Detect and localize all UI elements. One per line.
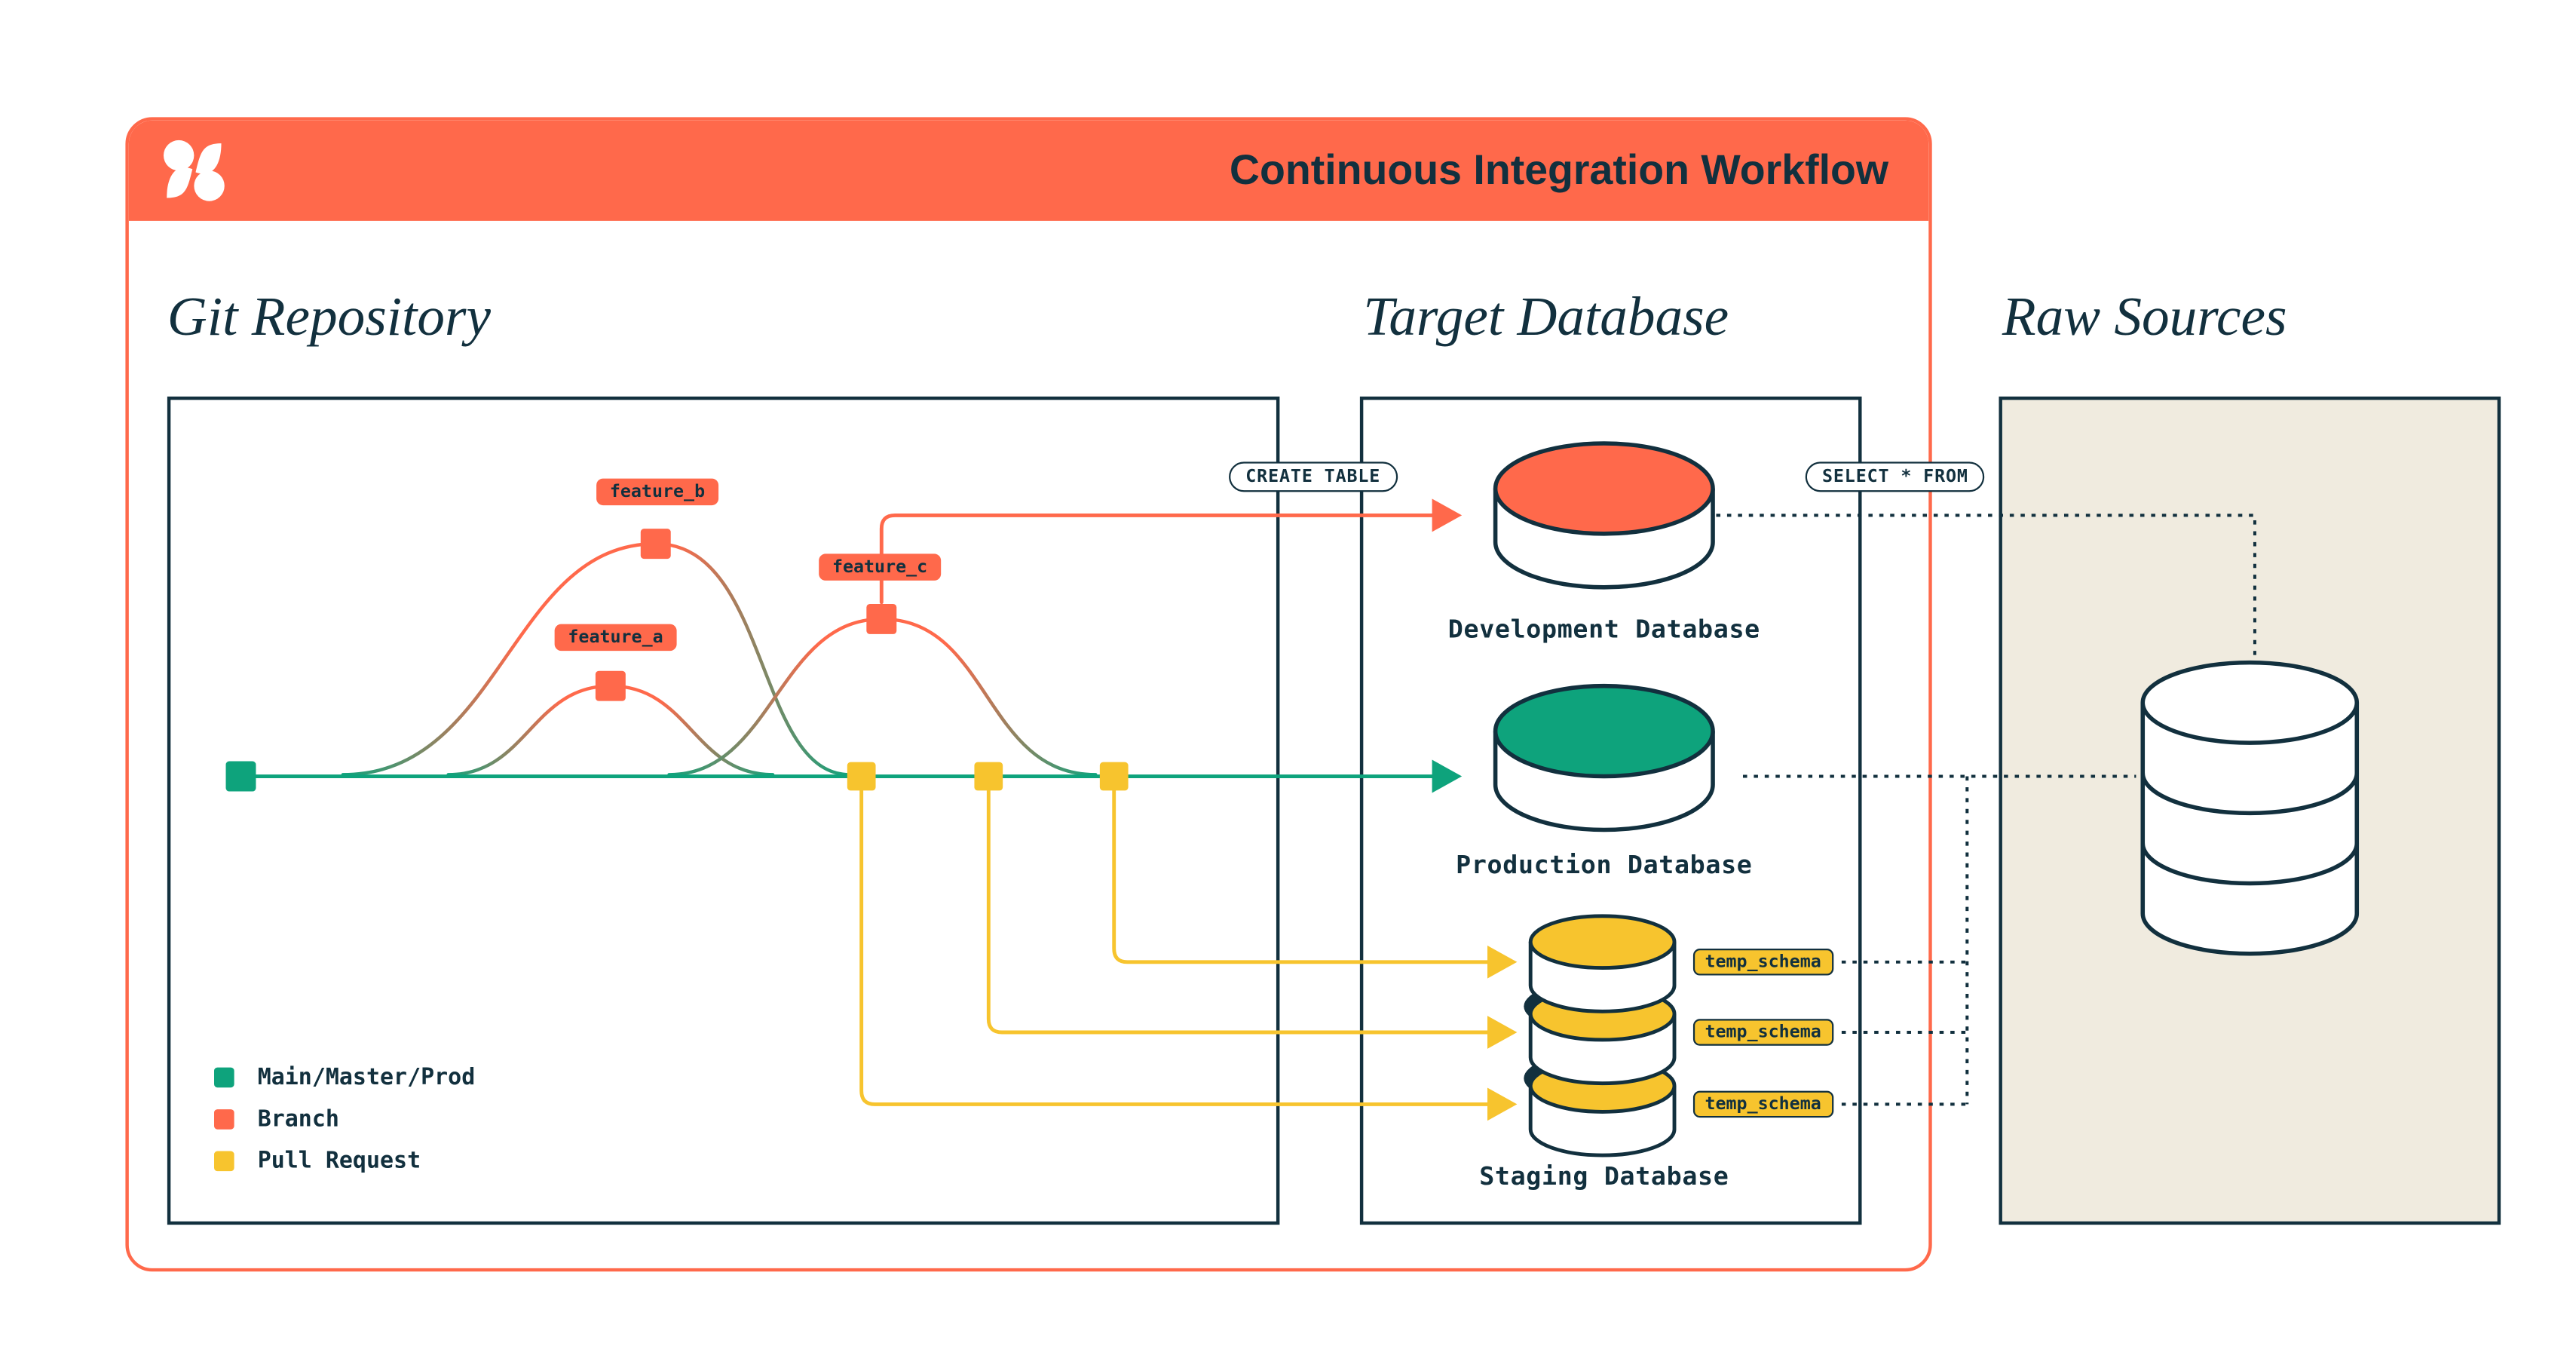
legend-swatch-branch: [214, 1108, 234, 1129]
pull-request-square-2: [974, 762, 1003, 791]
feature-b-curve: [341, 541, 852, 777]
feature-a-commit-square: [595, 670, 626, 701]
pull-request-square-1: [847, 762, 876, 791]
legend-label-branch: Branch: [257, 1105, 339, 1133]
staging-disc-top: [1528, 914, 1677, 1013]
git-legend: Main/Master/Prod Branch Pull Request: [214, 1063, 476, 1189]
feature-b-label: feature_b: [596, 478, 718, 506]
select-from-pill: SELECT * FROM: [1805, 461, 1986, 492]
legend-item-pull-request: Pull Request: [214, 1146, 475, 1174]
production-database-label: Production Database: [1456, 850, 1753, 881]
feature-c-label: feature_c: [819, 553, 941, 581]
pull-request-arrows: [859, 787, 1518, 1121]
git-repository-heading: Git Repository: [167, 287, 492, 348]
create-table-pill: CREATE TABLE: [1229, 461, 1398, 492]
legend-swatch-pull-request: [214, 1150, 234, 1171]
main-commit-square: [225, 761, 256, 792]
legend-label-main: Main/Master/Prod: [257, 1063, 476, 1090]
staging-database-label: Staging Database: [1479, 1161, 1729, 1191]
legend-label-pull-request: Pull Request: [257, 1146, 421, 1174]
raw-sources-cylinder: [2140, 660, 2360, 956]
legend-swatch-main: [214, 1066, 234, 1087]
staging-database-cylinders: [1524, 914, 1677, 1157]
temp-schema-pill-3: temp_schema: [1692, 1090, 1833, 1118]
temp-schema-pill-2: temp_schema: [1692, 1019, 1833, 1046]
ci-card-header: Continuous Integration Workflow: [128, 120, 1929, 221]
temp-schema-pill-1: temp_schema: [1692, 949, 1833, 976]
dbt-logo-icon: [163, 140, 225, 201]
feature-b-commit-square: [640, 529, 671, 560]
legend-item-branch: Branch: [214, 1105, 475, 1133]
development-database-label: Development Database: [1447, 614, 1760, 645]
feature-c-commit-square: [866, 603, 897, 634]
development-database-cylinder: [1493, 441, 1715, 590]
commit-squares: [225, 529, 1129, 792]
git-branch-curves: [341, 541, 1098, 777]
legend-item-main: Main/Master/Prod: [214, 1063, 476, 1090]
target-database-heading: Target Database: [1363, 287, 1729, 348]
page-title: Continuous Integration Workflow: [1229, 147, 1889, 195]
production-database-cylinder: [1493, 683, 1715, 832]
raw-source-dotted-connections: [1716, 514, 2256, 1106]
pull-request-square-3: [1099, 762, 1129, 791]
ci-workflow-card: Continuous Integration Workflow: [125, 117, 1932, 1272]
feature-c-curve: [667, 617, 1098, 777]
git-repository-box: [167, 396, 1280, 1225]
raw-sources-heading: Raw Sources: [2002, 287, 2287, 348]
feature-a-label: feature_a: [554, 624, 677, 652]
create-table-arrow: [879, 498, 1463, 605]
